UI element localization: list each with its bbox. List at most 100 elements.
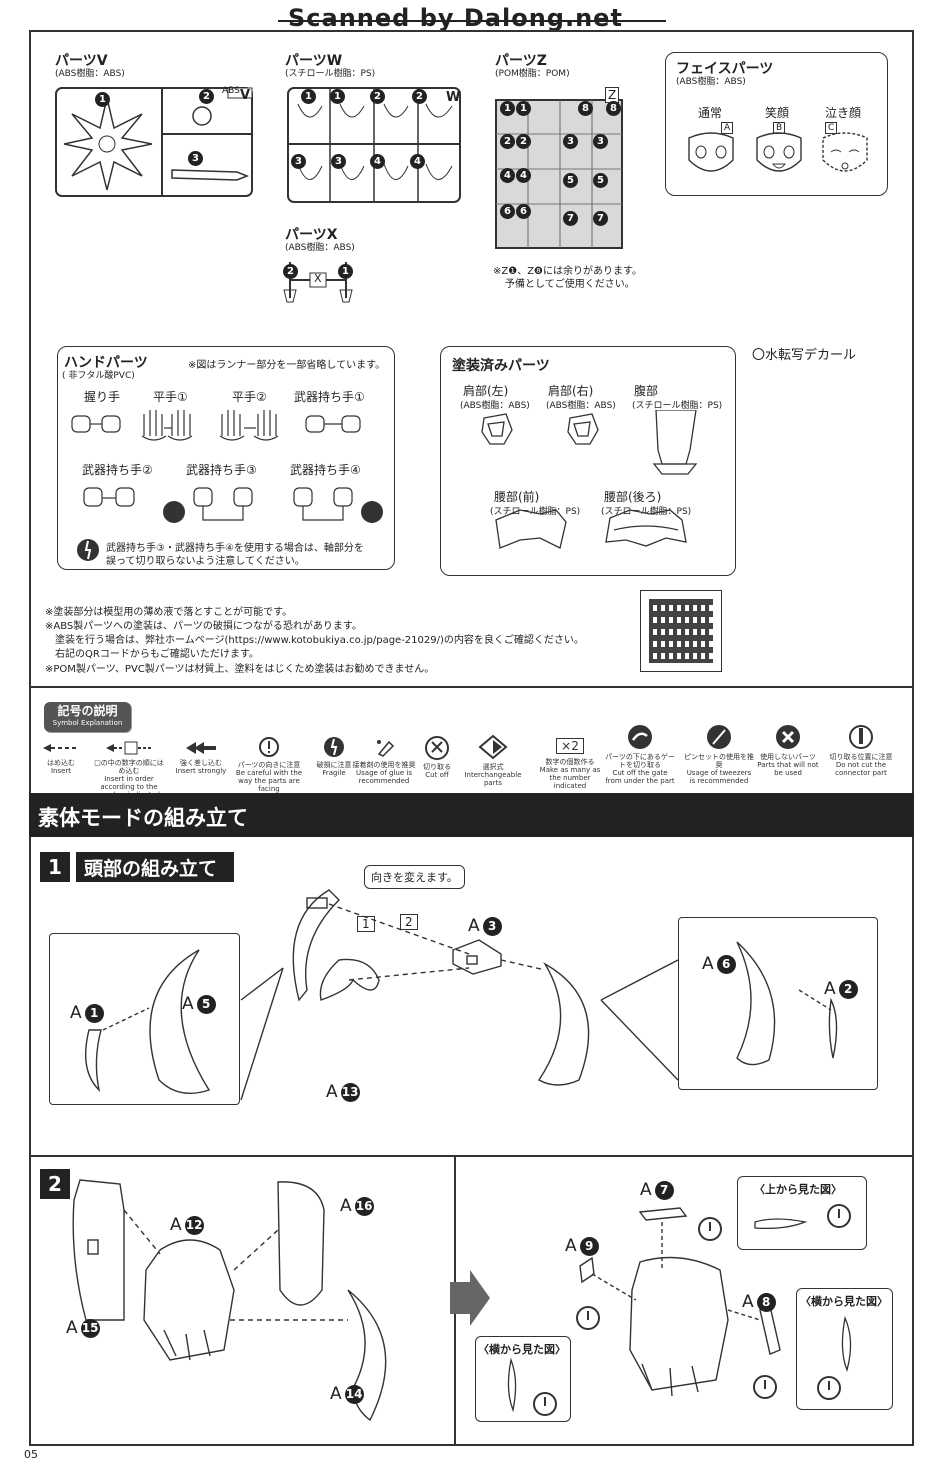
- symbols-subtitle: Symbol Explanation: [52, 719, 123, 727]
- step1-drawing: [84, 889, 838, 1101]
- runner-z-num: 2: [500, 134, 515, 149]
- caution-icon: [259, 737, 279, 757]
- runner-z-num: 3: [593, 134, 608, 149]
- hand-parts-drawing: [71, 410, 383, 523]
- runner-z-num: 2: [516, 134, 531, 149]
- fragile-icon: [77, 539, 99, 561]
- view-box-top: [737, 1176, 867, 1250]
- runner-z-num: 7: [593, 211, 608, 226]
- section-banner: [29, 793, 914, 837]
- painted-part-name: 肩部(左): [463, 384, 509, 398]
- runner-w-num: 4: [370, 154, 385, 169]
- numbered-arrow-icon: [106, 741, 152, 755]
- runner-w-num: 4: [410, 154, 425, 169]
- hand-label: 平手②: [232, 390, 267, 404]
- step2-drawing: [72, 1179, 781, 1422]
- hand-label: 武器持ち手①: [294, 390, 365, 404]
- section-title: 素体モードの組み立て: [38, 806, 248, 830]
- painted-part-material: (スチロール樹脂：PS): [601, 507, 692, 517]
- note-line: ※塗装部分は模型用の薄め液で落とすことが可能です。: [45, 607, 293, 618]
- runner-z-num: 6: [500, 204, 515, 219]
- hand-warning-2: 誤って切り取らないよう注意してください。: [106, 556, 305, 567]
- note-line: 右記のQRコードからもご確認いただけます。: [55, 649, 259, 660]
- page-number: 05: [24, 1448, 38, 1461]
- face-parts-drawing: [688, 132, 868, 172]
- runner-w-num: 1: [301, 89, 316, 104]
- runner-v-tag-code: ABS: [222, 86, 240, 96]
- view-box-side-right: [796, 1288, 893, 1410]
- hand-parts-material: ( 非フタル酸PVC): [62, 371, 135, 381]
- step1-detail-left: [49, 933, 240, 1105]
- face-label: 通常: [698, 106, 723, 120]
- fragile-icon: [324, 737, 344, 757]
- symbols-title-badge: 記号の説明 Symbol Explanation: [44, 702, 131, 732]
- unused-icon: [776, 725, 800, 749]
- painted-parts-drawing: [481, 410, 698, 549]
- arrow-dashed-icon: [43, 744, 79, 752]
- step1-order-1: 1: [357, 916, 375, 932]
- runner-w-name: パーツW: [285, 53, 343, 69]
- view-label-side-left: 〈横から見た図〉: [478, 1343, 566, 1356]
- runner-v-material: (ABS樹脂：ABS): [55, 69, 125, 79]
- runner-z-num: 7: [563, 211, 578, 226]
- runner-w-num: 3: [291, 154, 306, 169]
- hand-parts-title: ハンドパーツ: [64, 355, 148, 371]
- runner-z-num: 6: [516, 204, 531, 219]
- qr-code[interactable]: [640, 590, 722, 672]
- runner-w-num: 2: [412, 89, 427, 104]
- runner-x-num: 2: [283, 264, 298, 279]
- scan-credit: Scanned by Dalong.net: [288, 4, 623, 32]
- painted-part-material: (スチロール樹脂：PS): [632, 401, 723, 411]
- hand-label: 武器持ち手③: [186, 463, 257, 477]
- decal-label: 〇水転写デカール: [752, 348, 857, 363]
- cut-icon: [425, 736, 449, 760]
- hand-label: 武器持ち手④: [290, 463, 361, 477]
- runner-z-note-1: ※Z❶、Z❽には余りがあります。: [493, 266, 643, 277]
- runner-w-num: 1: [330, 89, 345, 104]
- select-icon: [478, 734, 508, 760]
- hand-parts-box: [57, 346, 395, 570]
- step1-detail-right: [678, 917, 878, 1090]
- runner-v-num: 3: [188, 151, 203, 166]
- hand-parts-note: ※図はランナー部分を一部省略しています。: [188, 360, 386, 371]
- runner-z-num: 1: [500, 101, 515, 116]
- painted-parts-title: 塗装済みパーツ: [452, 358, 550, 374]
- symbols-title: 記号の説明: [57, 704, 118, 718]
- step1-callout: 向きを変えます。: [364, 865, 465, 889]
- painted-part-material: (スチロール樹脂：PS): [490, 507, 581, 517]
- runner-v-num: 2: [199, 89, 214, 104]
- runner-v-name: パーツV: [55, 53, 108, 69]
- note-line: 塗装を行う場合は、弊社ホームページ(https://www.kotobukiya…: [55, 635, 584, 646]
- runner-z-num: 8: [578, 101, 593, 116]
- face-parts-material: (ABS樹脂：ABS): [676, 77, 746, 87]
- view-label-side-right: 〈横から見た図〉: [800, 1295, 888, 1308]
- face-label: 笑顔: [765, 106, 790, 120]
- runner-z-name: パーツZ: [495, 53, 547, 69]
- hand-label: 握り手: [84, 390, 121, 404]
- note-line: ※POM製パーツ、PVC製パーツは材質上、塗料をはじくため塗装はお勧めできません…: [45, 664, 435, 675]
- header-strike-line: [278, 20, 666, 22]
- face-label: 泣き顔: [825, 106, 862, 120]
- painted-part-material: (ABS樹脂：ABS): [460, 401, 530, 411]
- runner-x-name: パーツX: [285, 227, 338, 243]
- runner-x-num: 1: [338, 264, 353, 279]
- view-label-top: 〈上から見た図〉: [754, 1183, 842, 1196]
- runner-z-num: 5: [563, 173, 578, 188]
- glue-icon: [377, 740, 395, 757]
